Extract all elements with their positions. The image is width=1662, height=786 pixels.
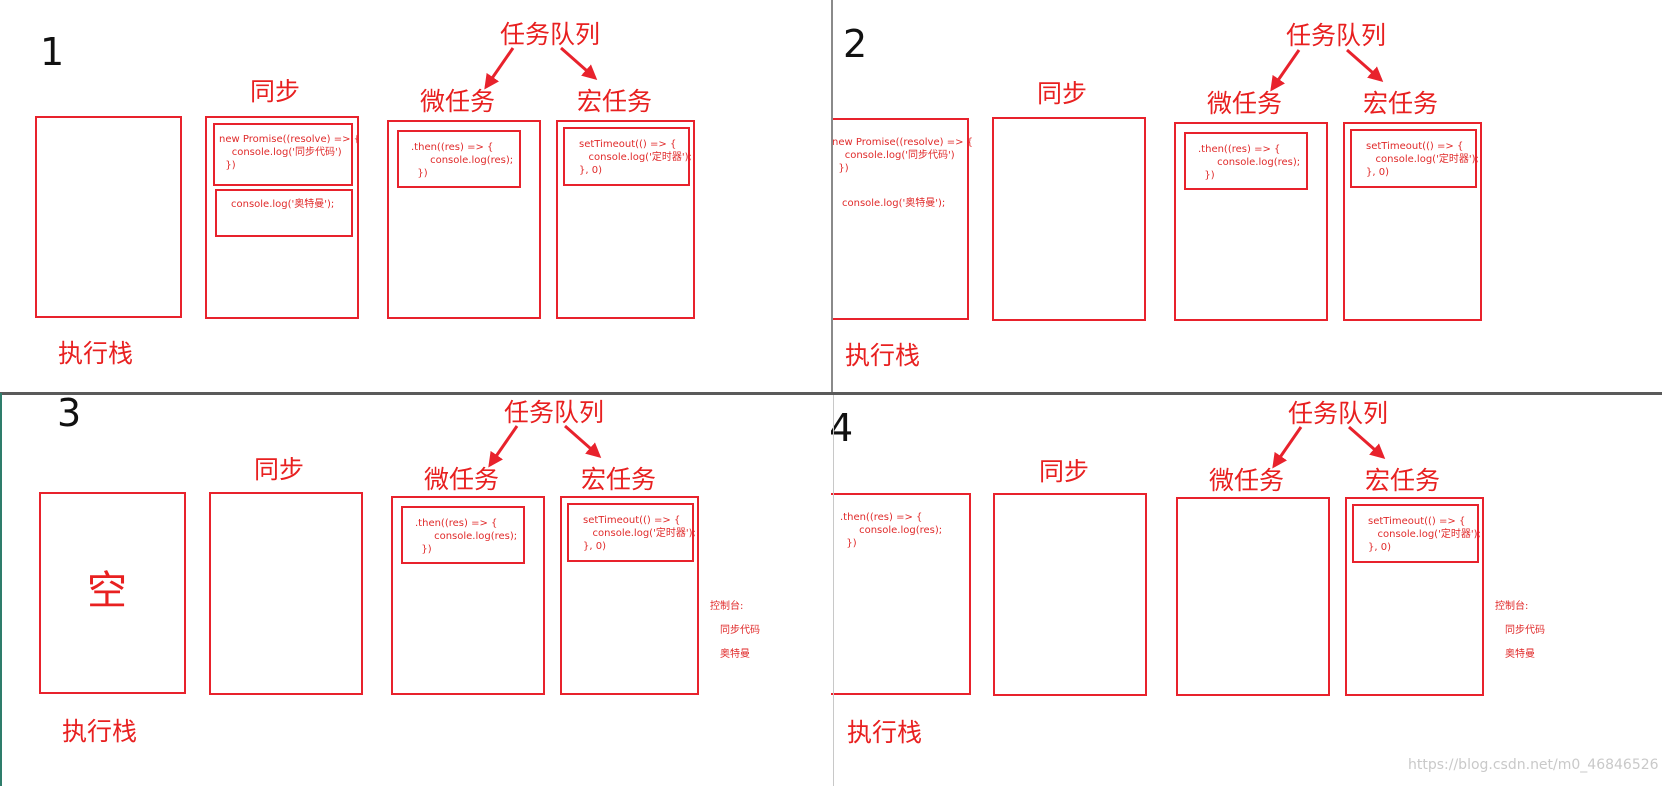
macrotask-label: 宏任务	[577, 87, 653, 116]
sync-box	[209, 492, 363, 695]
promise-code: new Promise((resolve) => { console.log('…	[219, 134, 360, 171]
arrow-to-microtask	[484, 47, 515, 90]
timeout-code: setTimeout(() => { console.log('定时器'); }…	[579, 139, 692, 176]
promise-code-block: new Promise((resolve) => { console.log('…	[213, 123, 360, 186]
step-number: 3	[57, 393, 82, 435]
task-queue-label: 任务队列	[504, 398, 605, 427]
exec-stack-box: .then((res) => { console.log(res); })	[831, 493, 971, 695]
arrow-to-microtask	[1270, 49, 1301, 92]
watermark: https://blog.csdn.net/m0_46846526	[1408, 757, 1659, 773]
exec-stack-label: 执行栈	[847, 718, 923, 747]
panel-divider-vertical	[831, 0, 833, 393]
empty-label: 空	[87, 568, 127, 614]
macrotask-box: setTimeout(() => { console.log('定时器'); }…	[1345, 497, 1484, 696]
step-number: 2	[843, 22, 868, 66]
arrow-to-microtask	[488, 425, 519, 468]
microtask-label: 微任务	[424, 465, 500, 494]
console-line: 同步代码	[1505, 625, 1545, 636]
sync-label: 同步	[1037, 79, 1088, 108]
step-number: 1	[40, 30, 65, 74]
task-queue-arrows	[484, 46, 598, 90]
macrotask-label: 宏任务	[1363, 89, 1439, 118]
microtask-box: .then((res) => { console.log(res); })	[391, 496, 545, 695]
then-code: .then((res) => { console.log(res); })	[1198, 144, 1301, 181]
sync-box	[993, 493, 1147, 696]
sync-box	[992, 117, 1146, 321]
microtask-label: 微任务	[420, 87, 496, 116]
macrotask-box: setTimeout(() => { console.log('定时器'); }…	[1343, 122, 1482, 321]
then-code: .then((res) => { console.log(res); })	[411, 142, 514, 179]
task-queue-arrows	[1272, 425, 1386, 469]
step-panel-4: 4 同步 微任务 宏任务 任务队列 执行栈 .then((res) => { c…	[831, 393, 1662, 786]
then-code-block: .then((res) => { console.log(res); })	[401, 506, 525, 564]
console-title: 控制台:	[710, 601, 744, 612]
exec-stack-box: new Promise((resolve) => { console.log('…	[831, 118, 973, 320]
sync-label: 同步	[250, 77, 301, 106]
console-line: 奥特曼	[1505, 649, 1535, 660]
exec-stack-box: 空	[39, 492, 186, 694]
macrotask-label: 宏任务	[581, 465, 657, 494]
microtask-label: 微任务	[1209, 466, 1285, 495]
task-queue-label: 任务队列	[1286, 21, 1387, 50]
arrow-to-macrotask	[560, 46, 598, 80]
exec-stack-box	[35, 116, 182, 318]
then-code-block: .then((res) => { console.log(res); })	[1184, 132, 1308, 190]
macrotask-box: setTimeout(() => { console.log('定时器'); }…	[560, 496, 699, 695]
then-code-block: .then((res) => { console.log(res); })	[397, 130, 521, 188]
timeout-code-block: setTimeout(() => { console.log('定时器'); }…	[1350, 129, 1479, 188]
exec-stack-label: 执行栈	[845, 341, 921, 370]
macrotask-label: 宏任务	[1365, 466, 1441, 495]
sync-box: new Promise((resolve) => { console.log('…	[205, 116, 360, 319]
microtask-box: .then((res) => { console.log(res); })	[387, 120, 541, 319]
timeout-code: setTimeout(() => { console.log('定时器'); }…	[1366, 141, 1479, 178]
step-panel-3: 3 同步 微任务 宏任务 任务队列 执行栈 空 .then((res) => {…	[0, 393, 831, 786]
console-line: 奥特曼	[720, 649, 750, 660]
sync-label: 同步	[254, 455, 305, 484]
arrow-to-macrotask	[564, 424, 602, 458]
microtask-box	[1176, 497, 1330, 696]
task-queue-label: 任务队列	[1288, 399, 1389, 428]
panel-divider-vertical-lower	[833, 393, 834, 786]
microtask-box: .then((res) => { console.log(res); })	[1174, 122, 1328, 321]
console-line: 同步代码	[720, 625, 760, 636]
panel-edge	[0, 393, 2, 786]
macrotask-box: setTimeout(() => { console.log('定时器'); }…	[556, 120, 695, 319]
timeout-code-block: setTimeout(() => { console.log('定时器'); }…	[563, 127, 692, 186]
step-panel-1: 1 同步 微任务 宏任务 任务队列 执行栈 new Promise((resol…	[0, 0, 831, 393]
step-number: 4	[831, 406, 854, 450]
arrow-to-macrotask	[1348, 425, 1386, 459]
exec-stack-label: 执行栈	[58, 339, 134, 368]
exec-stack-label: 执行栈	[62, 717, 138, 746]
panel-divider-horizontal	[0, 392, 1662, 395]
log-code-block: console.log('奥特曼');	[215, 189, 353, 237]
arrow-to-macrotask	[1346, 48, 1384, 82]
sync-label: 同步	[1039, 457, 1090, 486]
console-title: 控制台:	[1495, 601, 1529, 612]
timeout-code-block: setTimeout(() => { console.log('定时器'); }…	[567, 503, 696, 562]
promise-code: new Promise((resolve) => { console.log('…	[832, 137, 973, 174]
log-code: console.log('奥特曼');	[231, 199, 335, 210]
log-code: console.log('奥特曼');	[842, 198, 946, 209]
timeout-code: setTimeout(() => { console.log('定时器'); }…	[583, 515, 696, 552]
timeout-code: setTimeout(() => { console.log('定时器'); }…	[1368, 516, 1481, 553]
task-queue-arrows	[1270, 48, 1384, 92]
task-queue-label: 任务队列	[500, 20, 601, 49]
microtask-label: 微任务	[1207, 89, 1283, 118]
step-panel-2: 2 同步 微任务 宏任务 任务队列 执行栈 new Promise((resol…	[831, 0, 1662, 393]
task-queue-arrows	[488, 424, 602, 468]
then-code: .then((res) => { console.log(res); })	[840, 512, 943, 549]
arrow-to-microtask	[1272, 426, 1303, 469]
then-code: .then((res) => { console.log(res); })	[415, 518, 518, 555]
timeout-code-block: setTimeout(() => { console.log('定时器'); }…	[1352, 504, 1481, 563]
